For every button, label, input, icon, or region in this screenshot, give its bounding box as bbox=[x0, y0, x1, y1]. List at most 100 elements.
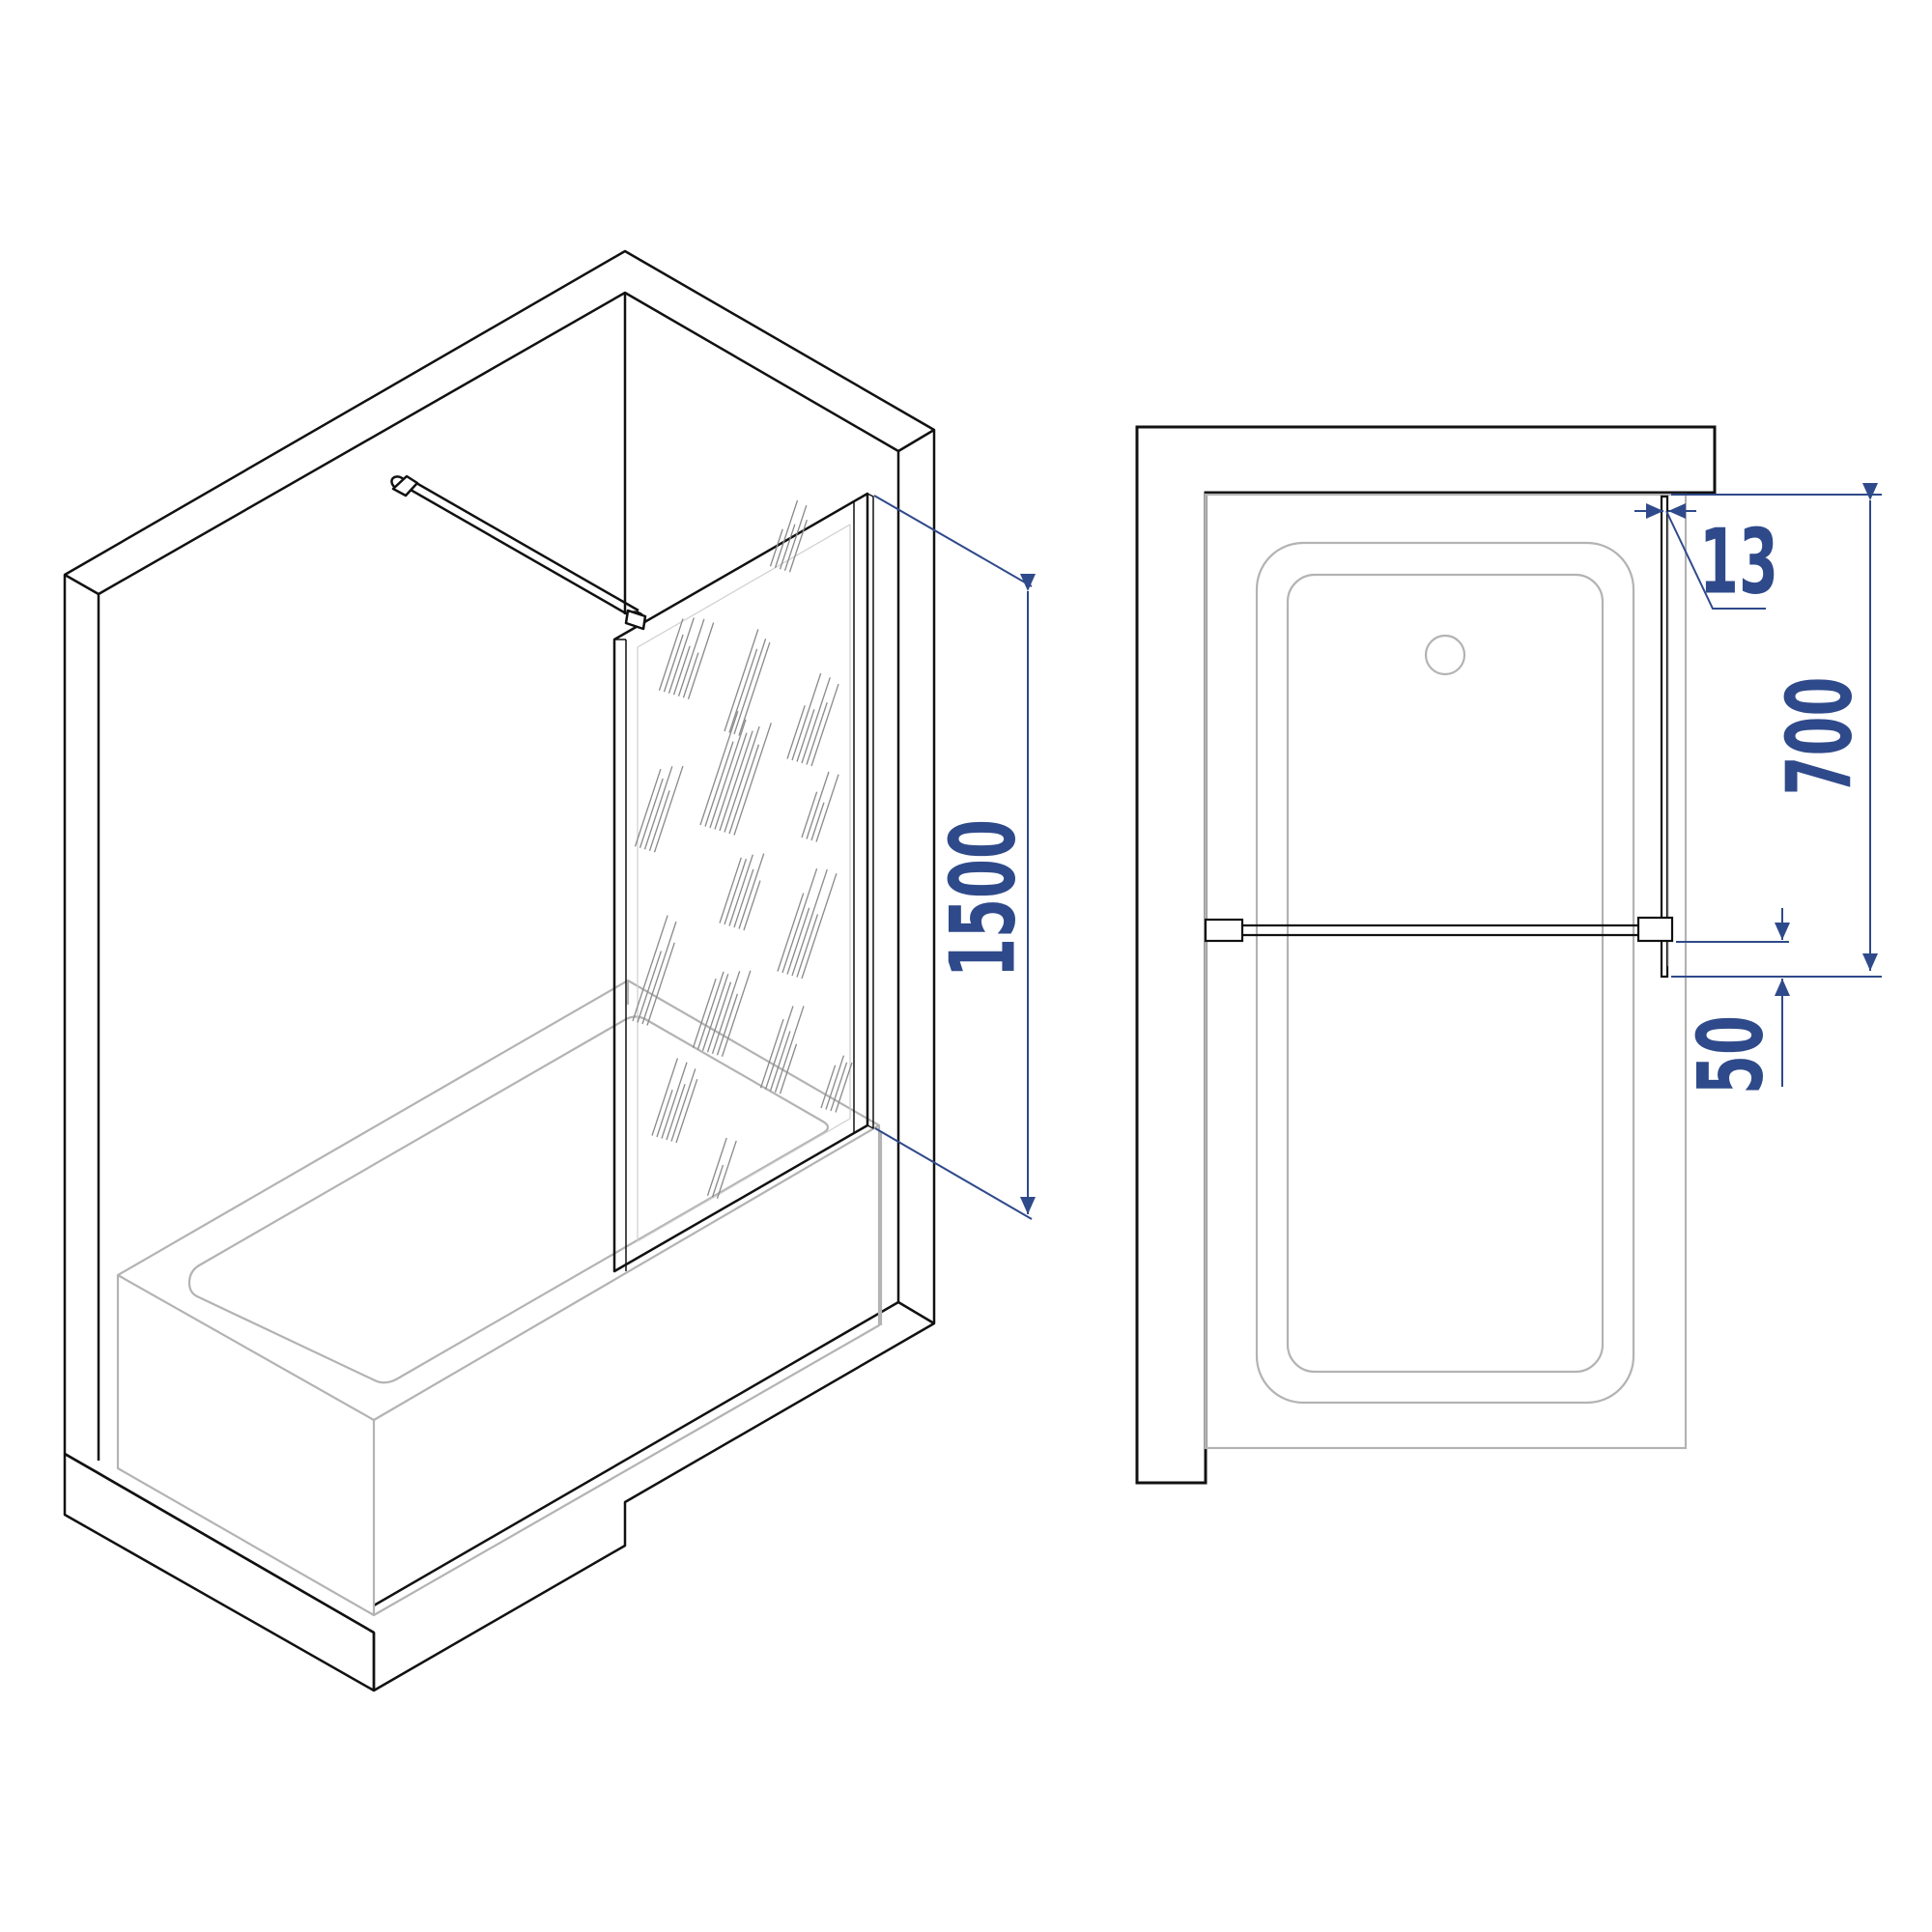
glass-streak bbox=[733, 868, 754, 928]
stabilizer-bar bbox=[390, 474, 647, 631]
glass-streak bbox=[759, 1018, 784, 1089]
glass-streak bbox=[653, 765, 684, 853]
dimension-50-label: 50 bbox=[1680, 1015, 1783, 1094]
glass-streak bbox=[704, 741, 734, 827]
glass-streak bbox=[706, 981, 732, 1053]
glass-streak bbox=[699, 711, 739, 826]
glass-streak bbox=[783, 504, 808, 571]
glass-streak bbox=[786, 907, 810, 975]
glass-streak bbox=[670, 1068, 696, 1142]
glass-streak bbox=[646, 942, 675, 1026]
glass-streak bbox=[835, 1062, 853, 1113]
glass-streak bbox=[701, 974, 729, 1051]
dimension-13-label: 13 bbox=[1699, 511, 1778, 614]
glass-streak bbox=[733, 723, 772, 836]
glass-streak bbox=[810, 802, 825, 841]
glass-streak bbox=[643, 766, 673, 850]
offset-dimension bbox=[1676, 908, 1790, 1087]
glass-streak bbox=[810, 683, 839, 767]
glass-streak bbox=[709, 719, 747, 829]
glass-streak bbox=[779, 1043, 798, 1094]
glass-streak bbox=[806, 701, 828, 765]
glass-streak bbox=[815, 774, 839, 842]
glass-streak bbox=[769, 1031, 791, 1092]
glass-streak bbox=[733, 639, 767, 735]
glass-streak bbox=[769, 528, 783, 567]
glass-streak bbox=[724, 858, 748, 925]
glass-streak bbox=[719, 730, 753, 832]
glass-streak bbox=[820, 1065, 837, 1109]
glass-streak bbox=[738, 853, 765, 929]
drain-icon bbox=[1424, 634, 1466, 676]
glass-streak bbox=[677, 618, 705, 696]
glass-streak bbox=[825, 1055, 845, 1110]
glass-streak bbox=[721, 970, 752, 1057]
glass-streak bbox=[788, 519, 808, 573]
glass-streak bbox=[764, 1006, 794, 1090]
glass-streak bbox=[668, 617, 695, 694]
glass-streak bbox=[791, 672, 822, 761]
glass-streak bbox=[687, 622, 715, 699]
glass-streak bbox=[801, 677, 831, 764]
glass-streak bbox=[728, 744, 760, 835]
glass-streak bbox=[656, 1089, 673, 1138]
glass-streak bbox=[658, 618, 684, 691]
dimension-700-label: 700 bbox=[1769, 677, 1872, 796]
glass-streak bbox=[648, 790, 670, 851]
glass-streak bbox=[639, 778, 664, 848]
dimension-1500-label: 1500 bbox=[932, 819, 1036, 978]
isometric-view bbox=[63, 249, 1036, 1692]
glass-streak bbox=[651, 1058, 679, 1136]
glass-streak bbox=[806, 771, 830, 839]
glass-streak bbox=[786, 705, 806, 759]
height-dimension bbox=[873, 495, 1036, 1220]
glass-streak bbox=[675, 1078, 698, 1144]
glass-streak bbox=[791, 868, 828, 977]
glass-streak bbox=[779, 524, 796, 570]
glass-streak bbox=[738, 641, 771, 736]
plan-bathtub bbox=[1204, 493, 1688, 1450]
glass-streak bbox=[714, 732, 748, 830]
glass-streak bbox=[692, 979, 717, 1048]
glass-streak bbox=[781, 867, 818, 974]
glass-streak bbox=[663, 634, 684, 693]
plan-view bbox=[1135, 425, 1882, 1485]
glass-streak bbox=[641, 921, 677, 1025]
wall-outline bbox=[63, 249, 936, 1692]
glass-streak bbox=[637, 951, 663, 1023]
glass-streak bbox=[777, 893, 805, 972]
width-dimension bbox=[1671, 483, 1882, 978]
glass-streak bbox=[728, 648, 758, 733]
glass-streak bbox=[682, 652, 699, 698]
glass-streak bbox=[716, 993, 739, 1056]
plan-stabilizer-bar bbox=[1204, 916, 1674, 943]
glass-streak bbox=[719, 857, 742, 923]
plan-glass-panel bbox=[1660, 495, 1669, 979]
glass-streak bbox=[801, 873, 838, 980]
bathtub bbox=[116, 979, 883, 1617]
glass-streak bbox=[830, 1062, 848, 1112]
glass-streak bbox=[796, 914, 819, 978]
glass-streak bbox=[796, 709, 815, 762]
glass-streak bbox=[661, 1062, 688, 1139]
glass-streak bbox=[801, 791, 818, 838]
glass-streak bbox=[696, 971, 724, 1050]
glass-streak bbox=[634, 768, 662, 847]
glass-streak bbox=[706, 1137, 727, 1196]
glass-streak bbox=[724, 725, 760, 833]
plan-walls bbox=[1135, 425, 1717, 1485]
glass-streak bbox=[724, 629, 759, 732]
thickness-dimension bbox=[1634, 503, 1766, 610]
glass-streak bbox=[711, 971, 741, 1054]
glass-streak bbox=[666, 1084, 686, 1141]
glass-streak bbox=[632, 915, 668, 1022]
glass-streak bbox=[672, 645, 691, 696]
glass-streak bbox=[743, 880, 761, 931]
glass-streak bbox=[728, 854, 753, 926]
glass-streak bbox=[716, 1140, 737, 1199]
glass-streak bbox=[774, 1006, 805, 1093]
glass-streak-pattern bbox=[632, 499, 853, 1199]
glass-streak bbox=[711, 1164, 724, 1198]
glass-streak bbox=[774, 499, 799, 568]
